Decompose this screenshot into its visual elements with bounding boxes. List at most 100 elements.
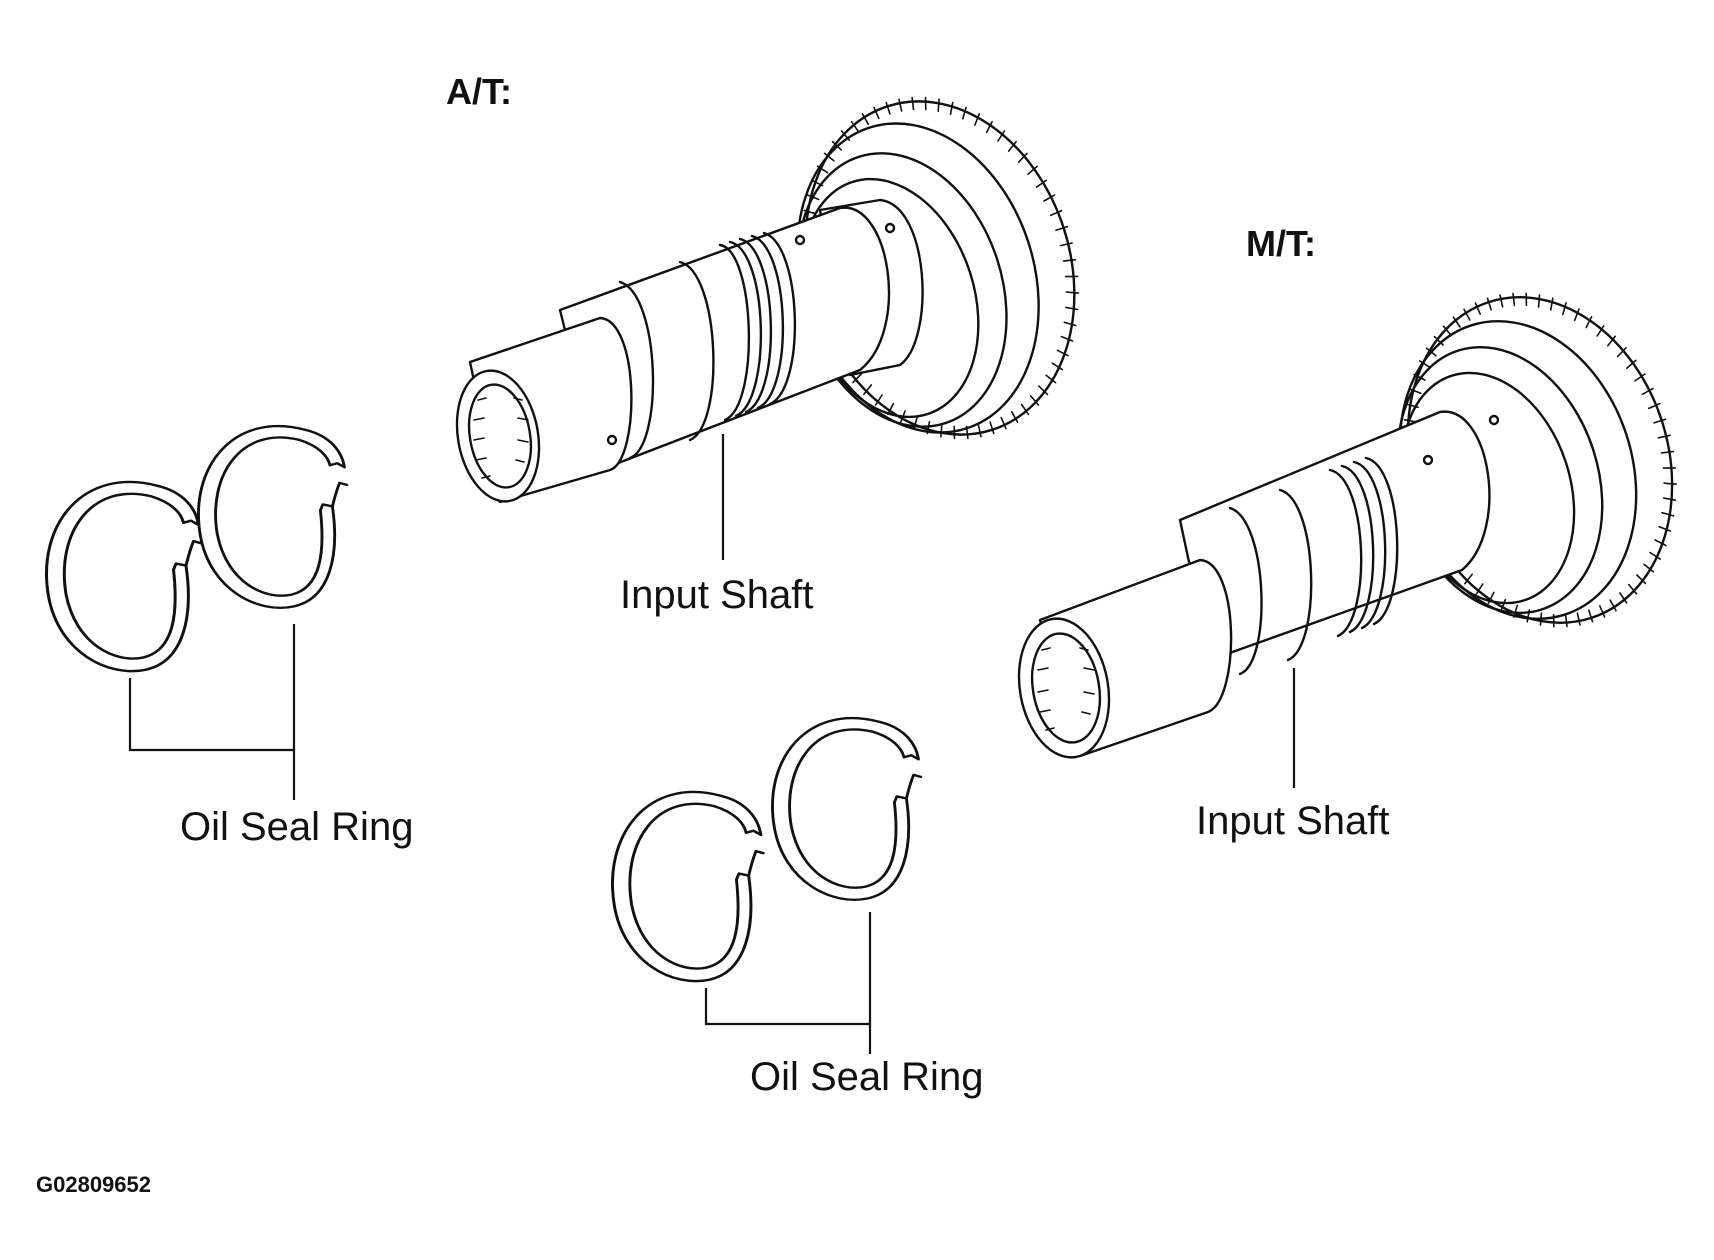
gear-tooth (1474, 302, 1481, 315)
gear-tooth (1452, 316, 1461, 328)
gear-tooth (1038, 385, 1049, 396)
gear-tooth (885, 101, 891, 115)
gear-tooth (1463, 308, 1471, 321)
gear-tooth (1035, 179, 1048, 188)
mt-input-shaft-label: Input Shaft (1196, 799, 1389, 843)
gear-tooth (1464, 573, 1473, 585)
gear-tooth (1063, 321, 1077, 327)
gear-tooth (1433, 335, 1444, 346)
gear-tooth (1020, 403, 1030, 416)
gear-tooth (1010, 410, 1019, 424)
gear-tooth (1043, 194, 1056, 202)
gear-tooth (1616, 346, 1627, 358)
gear-tooth (1562, 302, 1567, 316)
gear-tooth (861, 113, 870, 125)
gear-tooth (1609, 599, 1617, 612)
gear-tooth (1654, 539, 1667, 547)
at-input-shaft (455, 96, 1080, 504)
gear-tooth (1051, 362, 1064, 371)
gear-tooth (1599, 605, 1606, 618)
gear-tooth (977, 424, 982, 438)
gear-tooth (1419, 360, 1431, 369)
gear-tooth (1413, 373, 1426, 381)
gear-tooth (1661, 511, 1675, 517)
gear-tooth (1585, 315, 1593, 329)
gear-tooth (1539, 612, 1543, 626)
gear-tooth (1641, 387, 1654, 396)
gear-tooth (913, 416, 919, 430)
gear-tooth (850, 120, 860, 133)
gear-tooth (1626, 359, 1637, 370)
gear-tooth (1649, 551, 1661, 560)
at-oil-seal-ring-right (197, 424, 349, 610)
gear-tooth (1607, 335, 1616, 347)
mt-oil-seal-ring-leader (704, 912, 872, 1026)
gear-tooth (1657, 434, 1671, 439)
gear-tooth (1619, 592, 1628, 604)
gear-tooth (997, 130, 1006, 142)
at-oil-seal-ring-label: Oil Seal Ring (180, 805, 413, 849)
gear-tooth (1045, 374, 1057, 384)
gear-tooth (873, 106, 880, 120)
gear-tooth (965, 425, 969, 440)
gear-tooth (949, 101, 954, 116)
figure-code: G02809652 (36, 1172, 151, 1197)
gear-tooth (974, 113, 981, 126)
gear-tooth (1056, 349, 1069, 357)
gear-tooth (1636, 574, 1647, 585)
gear-tooth (940, 423, 943, 438)
gear-tooth (803, 209, 817, 215)
gear-tooth (1643, 563, 1655, 573)
gear-tooth (898, 98, 903, 112)
gear-tooth (926, 420, 931, 435)
gear-tooth (887, 402, 895, 416)
gear-tooth (1628, 583, 1638, 595)
gear-tooth (831, 140, 843, 151)
gear-tooth (1062, 258, 1077, 262)
gear-tooth (863, 384, 873, 396)
gear-tooth (1512, 292, 1516, 307)
gear-tooth (1017, 152, 1028, 163)
mt-input-shaft (1017, 292, 1677, 759)
gear-tooth (985, 120, 993, 134)
gear-tooth (1576, 612, 1581, 626)
gear-tooth (1634, 373, 1646, 382)
gear-tooth (1526, 609, 1531, 623)
at-oil-seal-ring-left (45, 480, 203, 673)
gear-tooth (1065, 291, 1080, 294)
gear-tooth (911, 96, 915, 111)
gear-tooth (816, 165, 829, 174)
gear-tooth (1653, 418, 1667, 424)
gear-tooth (1500, 598, 1507, 612)
gear-tooth (1000, 416, 1007, 430)
at-input-shaft-label: Input Shaft (620, 573, 813, 617)
gear-tooth (1425, 347, 1437, 357)
mt-oil-seal-ring-label: Oil Seal Ring (750, 1055, 983, 1099)
gear-tooth (1487, 591, 1495, 605)
gear-tooth (1475, 583, 1484, 595)
gear-tooth (1027, 165, 1038, 175)
mt-oil-seal-ring-left (611, 790, 765, 983)
gear-tooth (1513, 604, 1518, 618)
gear-tooth (1549, 297, 1554, 311)
gear-tooth (1573, 308, 1580, 322)
gear-tooth (1658, 525, 1672, 532)
gear-tooth (1596, 325, 1605, 337)
gear-tooth (823, 152, 835, 162)
gear-tooth (1648, 402, 1661, 410)
gear-tooth (1660, 450, 1675, 454)
gear-tooth (1029, 395, 1040, 406)
gear-tooth (806, 194, 820, 201)
gear-tooth (1405, 403, 1419, 409)
gear-tooth (1486, 297, 1492, 311)
gear-tooth (1588, 609, 1594, 623)
gear-tooth (1060, 335, 1074, 342)
gear-tooth (1499, 294, 1504, 308)
gear-tooth (937, 98, 940, 112)
gear-tooth (1662, 497, 1677, 502)
gear-tooth (989, 421, 995, 435)
gear-tooth (1408, 388, 1422, 395)
gear-tooth (1055, 225, 1069, 232)
gear-tooth (1049, 209, 1063, 217)
